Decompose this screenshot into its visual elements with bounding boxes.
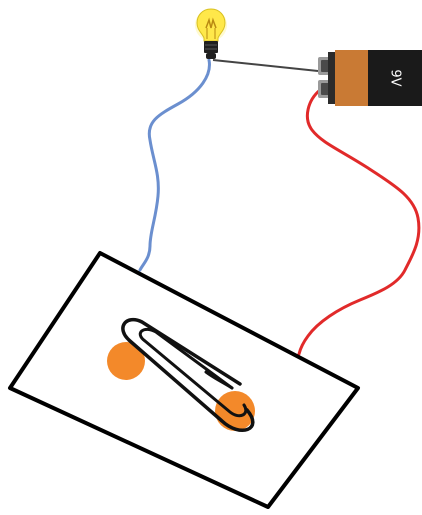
paperclip-icon <box>121 318 255 432</box>
light-bulb-icon <box>195 8 227 59</box>
battery-label: 9V <box>388 69 403 86</box>
contact-right <box>215 391 255 431</box>
switch-board <box>8 251 360 509</box>
contact-left <box>107 342 145 380</box>
wire-bulb-to-board <box>138 58 211 272</box>
wire-battery-to-board <box>297 88 421 356</box>
battery-9v: 9V <box>318 50 422 106</box>
wire-bulb-to-battery <box>212 59 319 72</box>
